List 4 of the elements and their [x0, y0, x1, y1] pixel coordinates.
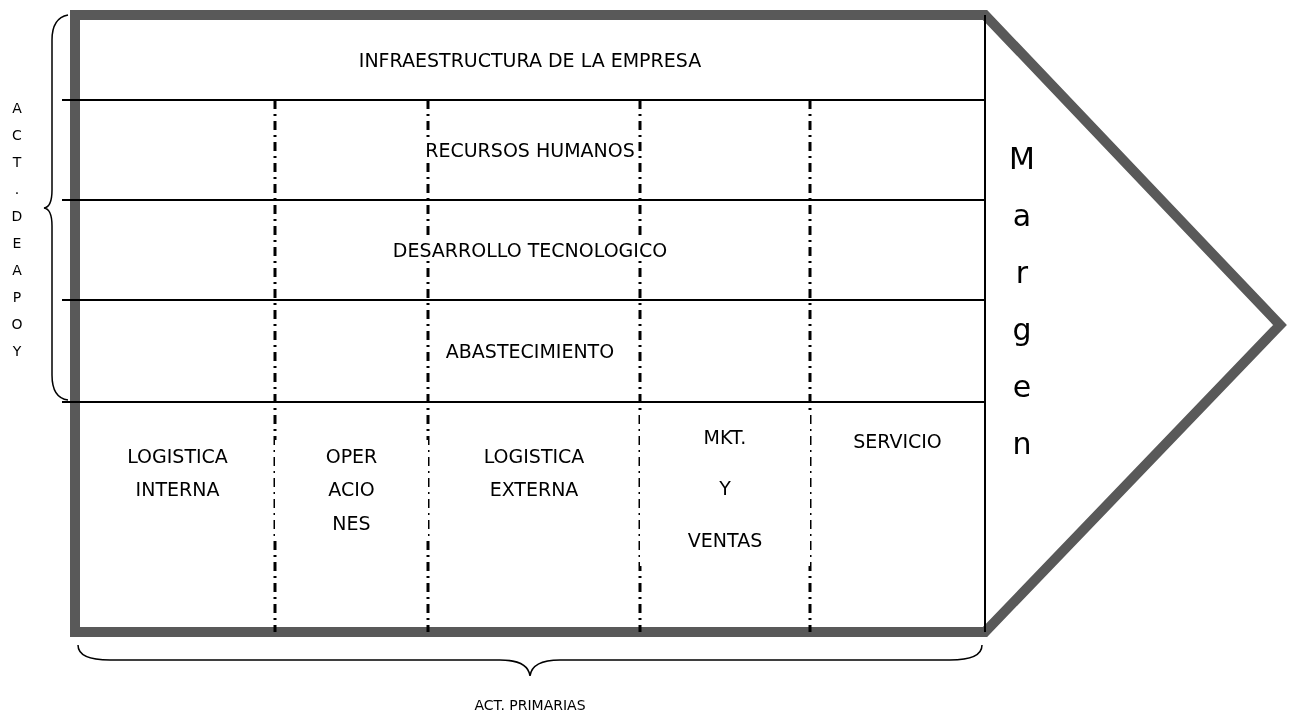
group-label: ACT. PRIMARIAS [473, 697, 587, 714]
primary-activity-text: MKT. Y VENTAS [640, 412, 810, 566]
vertical-label: A C T . D E A P O Y [10, 99, 24, 362]
support-activity-text: RECURSOS HUMANOS [425, 139, 635, 161]
